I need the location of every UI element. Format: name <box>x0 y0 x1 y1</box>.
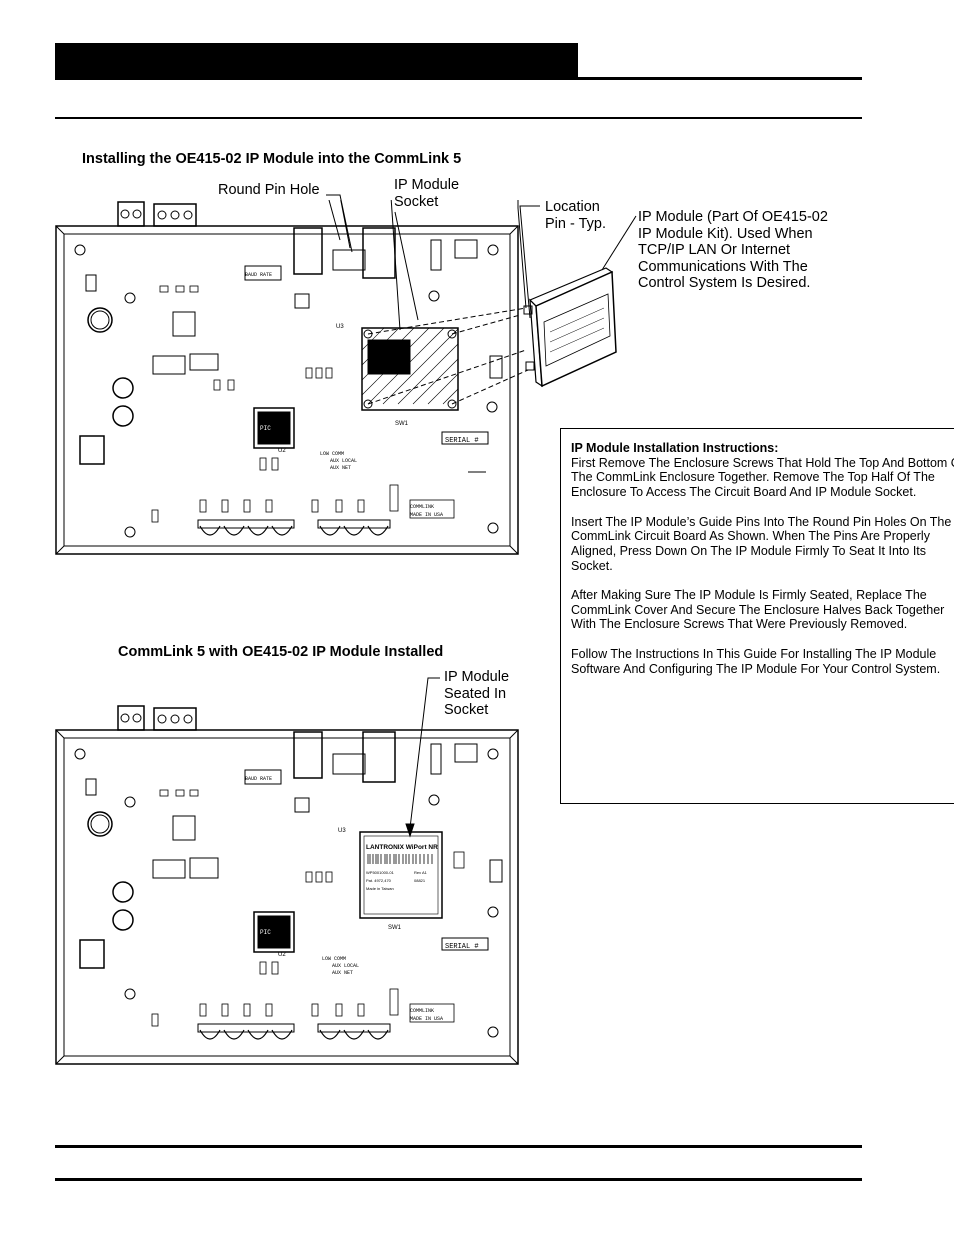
callout-line: Socket <box>444 702 489 718</box>
callout-line: Pin - Typ. <box>545 215 606 232</box>
module-brand-label: LANTRONIX WiPort NR <box>366 844 438 851</box>
instructions-paragraph-4: Follow The Instructions In This Guide Fo… <box>571 646 941 676</box>
instructions-box: IP Module Installation Instructions: Fir… <box>560 428 954 804</box>
header-divider <box>55 117 862 119</box>
callout-ip-seated: IP Module Seated In Socket <box>444 669 509 719</box>
serial-label: SERIAL # <box>445 437 479 445</box>
commlink-label: COMMLINK <box>410 1008 434 1014</box>
footer-rule-bottom <box>55 1178 862 1181</box>
aux-net-label: AUX NET <box>332 970 353 976</box>
made-in-label: MADE IN USA <box>410 1016 443 1022</box>
sw1-label: SW1 <box>388 925 402 931</box>
header-bar <box>55 43 578 78</box>
module-origin-label: Made in Taiwan <box>366 886 394 891</box>
callout-line: Control System Is Desired. <box>638 275 811 291</box>
callout-leader-2 <box>405 677 440 838</box>
callout-line: IP Module (Part Of OE415-02 <box>638 209 828 225</box>
callout-line: TCP/IP LAN Or Internet <box>638 242 791 258</box>
low-comm-label: LOW COMM <box>320 451 344 457</box>
low-comm-label: LOW COMM <box>322 956 346 962</box>
footer-rule-top <box>55 1145 862 1148</box>
made-in-label: MADE IN USA <box>410 512 443 518</box>
header-rule <box>55 77 862 80</box>
callout-line: IP Module Kit). Used When <box>638 225 813 242</box>
figure2-title: CommLink 5 with OE415-02 IP Module Insta… <box>118 644 444 660</box>
callout-line: Communications With The <box>638 258 808 275</box>
callout-ip-module: IP Module (Part Of OE415-02 IP Module Ki… <box>638 209 828 292</box>
board-diagram-2: LANTRONIX WiPort NR WP5001000-01 Rev A1 … <box>55 705 519 1065</box>
module-part-label: WP5001000-01 <box>366 870 395 875</box>
u3-label: U3 <box>336 324 344 330</box>
u2-label: U2 <box>278 952 286 958</box>
u2-chip-text: PIC <box>260 425 271 432</box>
callout-round-pin-hole: Round Pin Hole <box>218 182 320 198</box>
u2-chip-text: PIC <box>260 929 271 936</box>
instructions-paragraph-3: After Making Sure The IP Module Is Firml… <box>571 588 945 632</box>
module-rev-label: Rev A1 <box>414 870 428 875</box>
commlink-label: COMMLINK <box>410 504 434 510</box>
callout-line: Socket <box>394 193 439 210</box>
instructions-title: IP Module Installation Instructions: <box>571 441 779 455</box>
figure1-title: Installing the OE415-02 IP Module into t… <box>82 151 462 167</box>
sw1-label: SW1 <box>395 421 409 427</box>
ip-module-graphic <box>523 267 617 388</box>
callout-ip-socket: IP Module Socket <box>394 177 459 210</box>
callout-line: Location <box>545 199 600 215</box>
callout-line: Seated In <box>444 685 507 702</box>
serial-label: SERIAL # <box>445 943 479 951</box>
module-pat-label: Pat. 4972,470 <box>366 878 392 883</box>
module-code-label: 08821 <box>414 878 426 883</box>
aux-local-label: AUX LOCAL <box>332 963 359 969</box>
callout-leaders-1 <box>326 194 637 321</box>
callout-line: IP Module <box>394 177 460 193</box>
aux-local-label: AUX LOCAL <box>330 458 357 464</box>
u3-label: U3 <box>338 828 346 834</box>
instructions-paragraph-2: Insert The IP Module’s Guide Pins Into T… <box>571 514 952 573</box>
baud-rate-label: BAUD RATE <box>245 776 272 782</box>
aux-net-label: AUX NET <box>330 465 351 471</box>
u2-label: U2 <box>278 448 286 454</box>
baud-rate-label: BAUD RATE <box>245 272 272 278</box>
instructions-paragraph-1: First Remove The Enclosure Screws That H… <box>571 455 954 500</box>
callout-line: IP Module <box>444 669 510 685</box>
callout-location-pin: Location Pin - Typ. <box>545 199 606 232</box>
board-diagram-1: PIC SERIAL # BAUD RATE SW1 U2 U3 COMMLIN… <box>55 200 529 555</box>
